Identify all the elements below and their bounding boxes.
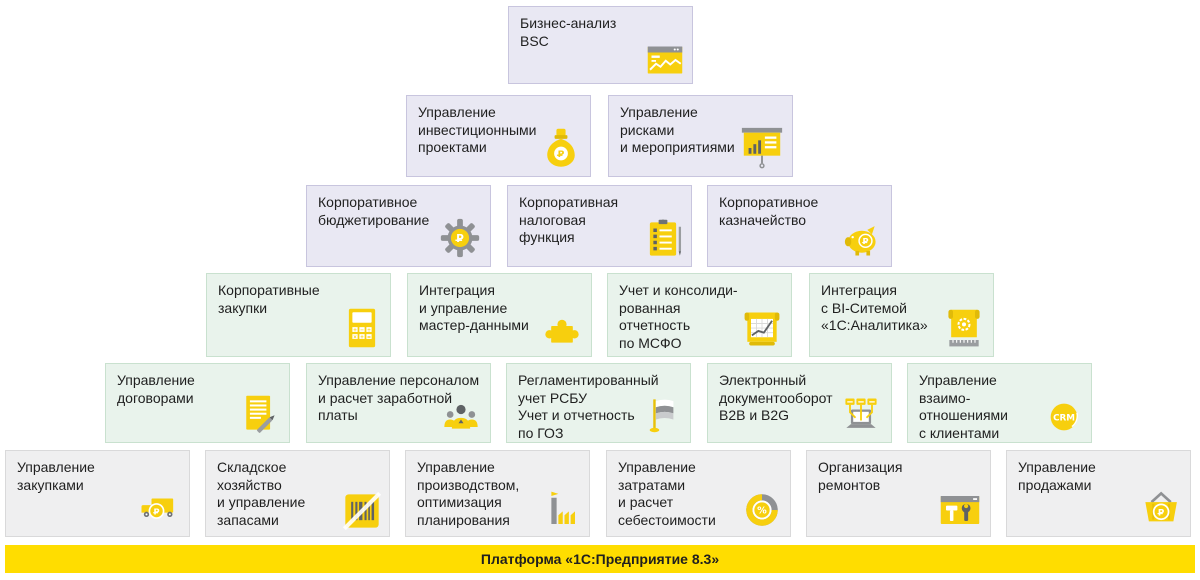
box-crm: Управление взаимо- отношениями с клиента… xyxy=(907,363,1092,443)
svg-text:−: − xyxy=(360,328,364,333)
box-risk-management: Управление рисками и мероприятиями xyxy=(608,95,793,177)
box-label: Складское хозяйство и управление запасам… xyxy=(217,459,306,528)
puzzle-icon xyxy=(545,319,579,343)
box-label: Управление инвестиционными проектами xyxy=(418,104,537,155)
svg-text:P: P xyxy=(153,507,159,517)
box-regulated-accounting: Регламентированный учет РСБУ Учет и отче… xyxy=(506,363,691,443)
svg-text:+: + xyxy=(353,327,357,333)
box-label: Управление продажами xyxy=(1018,459,1096,493)
box-bi-integration: Интеграция с BI-Ситемой «1С:Аналитика» xyxy=(809,273,994,357)
contract-pencil-icon xyxy=(246,395,275,433)
svg-text:P: P xyxy=(456,233,464,245)
box-label: Корпоративная налоговая функция xyxy=(519,194,619,245)
box-investment-projects: Управление инвестиционными проектами P xyxy=(406,95,591,177)
clipboard-checklist-icon xyxy=(649,219,682,256)
box-edi-b2b-b2g: Электронный документооборот B2B и B2G xyxy=(707,363,892,443)
box-label: Организация ремонтов xyxy=(818,459,903,493)
box-label: Корпоративное бюджетирование xyxy=(318,194,430,228)
gear-ruble-icon: P xyxy=(440,218,480,258)
box-label: Интеграция и управление мастер-данными xyxy=(419,282,529,333)
box-label: Управление взаимо- отношениями с клиента… xyxy=(919,372,1009,441)
box-purchasing: Управление закупками P xyxy=(5,450,190,537)
svg-text:+: + xyxy=(360,334,364,340)
crm-icon: CRM xyxy=(1050,403,1078,431)
report-scroll-icon xyxy=(744,312,780,346)
svg-text:P: P xyxy=(862,236,868,246)
box-label: Управление персоналом и расчет заработно… xyxy=(318,372,480,423)
box-label: Управление рисками и мероприятиями xyxy=(620,104,735,155)
box-production: Управление производством, оптимизация пл… xyxy=(405,450,590,537)
box-business-analysis-bsc: Бизнес-анализ BSC xyxy=(508,6,693,84)
svg-text:CRM: CRM xyxy=(1053,413,1075,423)
svg-text:÷: ÷ xyxy=(367,328,371,333)
box-corporate-tax: Корпоративная налоговая функция xyxy=(507,185,692,267)
money-bag-icon: P xyxy=(547,128,575,167)
piggy-bank-icon: P xyxy=(844,226,876,256)
svg-text:P: P xyxy=(558,149,565,160)
box-label: Корпоративное казначейство xyxy=(719,194,819,228)
barcode-icon xyxy=(342,491,382,531)
box-label: Управление производством, оптимизация пл… xyxy=(417,459,520,528)
svg-text:×: × xyxy=(353,334,357,340)
bi-scroll-icon xyxy=(948,309,980,347)
box-costing: Управление затратами и расчет себестоимо… xyxy=(606,450,791,537)
box-corporate-treasury: Корпоративное казначейство P xyxy=(707,185,892,267)
box-contract-management: Управление договорами xyxy=(105,363,290,443)
platform-bar-label: Платформа «1С:Предприятие 8.3» xyxy=(480,551,720,567)
people-icon xyxy=(444,404,478,429)
box-label: Регламентированный учет РСБУ Учет и отче… xyxy=(518,372,659,441)
box-corporate-procurement: Корпоративные закупки +−÷ ×+= xyxy=(206,273,391,357)
box-label: Электронный документооборот B2B и B2G xyxy=(719,372,833,423)
box-mdm-integration: Интеграция и управление мастер-данными xyxy=(407,273,592,357)
box-label: Управление договорами xyxy=(117,372,195,406)
box-repairs: Организация ремонтов xyxy=(806,450,991,537)
laptop-docs-icon xyxy=(845,398,877,428)
factory-icon xyxy=(551,491,575,524)
box-label: Корпоративные закупки xyxy=(218,282,320,316)
box-hr-payroll: Управление персоналом и расчет заработно… xyxy=(306,363,491,443)
box-corporate-budgeting: Корпоративное бюджетирование P xyxy=(306,185,491,267)
calculator-icon: +−÷ ×+= xyxy=(348,308,376,348)
flag-icon xyxy=(649,399,674,433)
svg-text:%: % xyxy=(757,506,767,517)
donut-percent-icon: % xyxy=(746,494,778,526)
box-ifrs-reporting: Учет и консолиди- рованная отчетность по… xyxy=(607,273,792,357)
box-sales: Управление продажами P xyxy=(1006,450,1191,537)
svg-text:=: = xyxy=(367,335,371,340)
box-label: Бизнес-анализ BSC xyxy=(520,15,617,49)
presentation-chart-icon xyxy=(741,127,783,169)
tools-window-icon xyxy=(940,496,980,524)
box-label: Управление закупками xyxy=(17,459,95,493)
box-label: Учет и консолиди- рованная отчетность по… xyxy=(619,282,738,351)
chart-window-icon xyxy=(647,46,683,74)
box-label: Интеграция с BI-Ситемой «1С:Аналитика» xyxy=(821,282,928,333)
truck-icon: P xyxy=(141,498,174,519)
platform-bar: Платформа «1С:Предприятие 8.3» xyxy=(5,545,1195,573)
box-label: Управление затратами и расчет себестоимо… xyxy=(618,459,716,528)
box-warehouse: Складское хозяйство и управление запасам… xyxy=(205,450,390,537)
basket-icon: P xyxy=(1145,491,1177,522)
